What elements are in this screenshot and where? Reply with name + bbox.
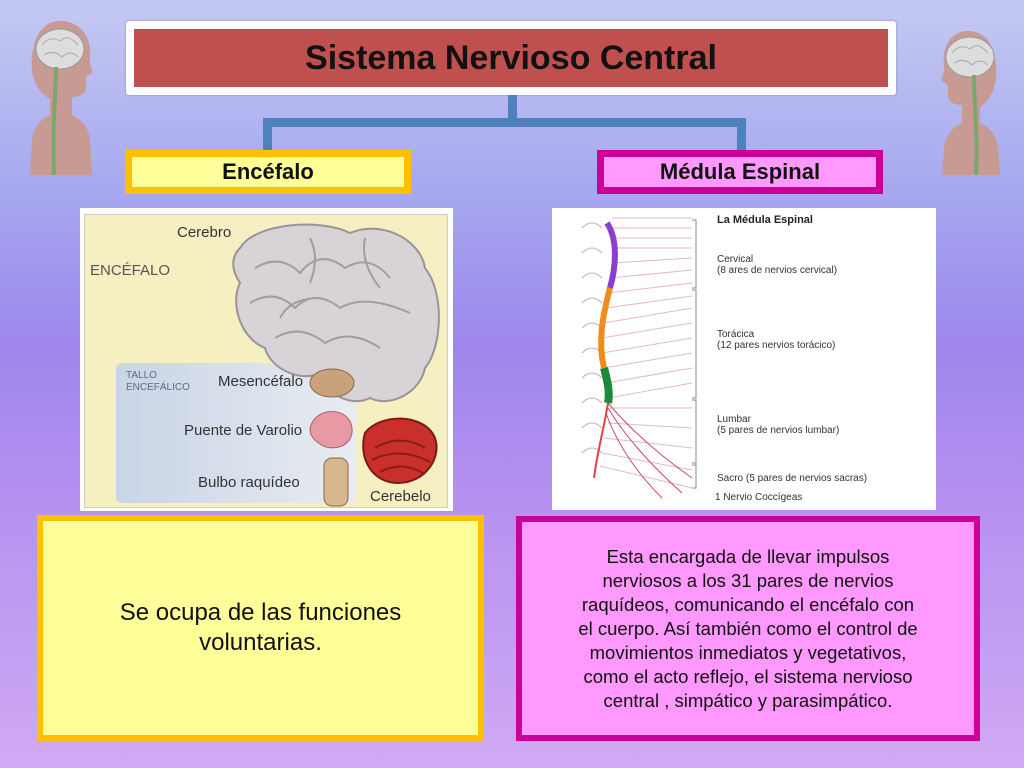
medula-description: Esta encargada de llevar impulsos nervio… (578, 545, 918, 711)
label-lumbar-sub: (5 pares de nervios lumbar) (717, 425, 840, 436)
label-toracica: Torácica (717, 329, 755, 340)
label-cerebelo: Cerebelo (370, 488, 431, 505)
head-silhouette-right-icon (941, 31, 1000, 176)
connector-vertical (508, 95, 517, 125)
label-sacro: Sacro (5 pares de nervios sacras) (717, 473, 868, 484)
label-cervical-sub: (8 ares de nervios cervical) (717, 265, 838, 276)
encefalo-description: Se ocupa de las funciones voluntarias. (119, 599, 402, 656)
label-lumbar: Lumbar (717, 414, 751, 425)
label-toracica-sub: (12 pares nervios torácico) (717, 340, 836, 351)
label-bulbo: Bulbo raquídeo (198, 474, 300, 491)
label-tallo-2: ENCEFÁLICO (126, 382, 190, 393)
label-cerebro: Cerebro (177, 224, 232, 241)
head-silhouette-left-icon (30, 21, 93, 175)
label-spine-title: La Médula Espinal (717, 214, 813, 226)
spine-drawing (581, 217, 697, 499)
brain-drawing (232, 223, 440, 507)
label-puente: Puente de Varolio (184, 422, 303, 439)
title-banner: Sistema Nervioso Central (134, 29, 888, 87)
encefalo-header-label: Encéfalo (222, 159, 314, 184)
connector-right-drop (737, 118, 746, 152)
medula-description-box: Esta encargada de llevar impulsos nervio… (516, 516, 980, 741)
label-cervical: Cervical (717, 254, 754, 265)
encefalo-header: Encéfalo (125, 150, 411, 194)
spine-illustration: La Médula Espinal Cervical (8 ares de ne… (552, 208, 936, 510)
page-title: Sistema Nervioso Central (305, 38, 717, 77)
label-tallo-1: TALLO (126, 370, 157, 381)
medula-header: Médula Espinal (597, 150, 883, 194)
connector-left-drop (263, 118, 272, 152)
encefalo-description-box: Se ocupa de las funciones voluntarias. (37, 515, 484, 741)
label-coccigeo: 1 Nervio Coccígeas (715, 492, 803, 503)
connector-horizontal (263, 118, 746, 127)
medula-header-label: Médula Espinal (659, 159, 821, 184)
label-encefalo: ENCÉFALO (90, 262, 171, 279)
brain-illustration: Cerebro ENCÉFALO TALLO ENCEFÁLICO Mesenc… (80, 208, 453, 511)
label-mesencefalo: Mesencéfalo (218, 373, 304, 390)
title-box: Sistema Nervioso Central (126, 21, 896, 95)
